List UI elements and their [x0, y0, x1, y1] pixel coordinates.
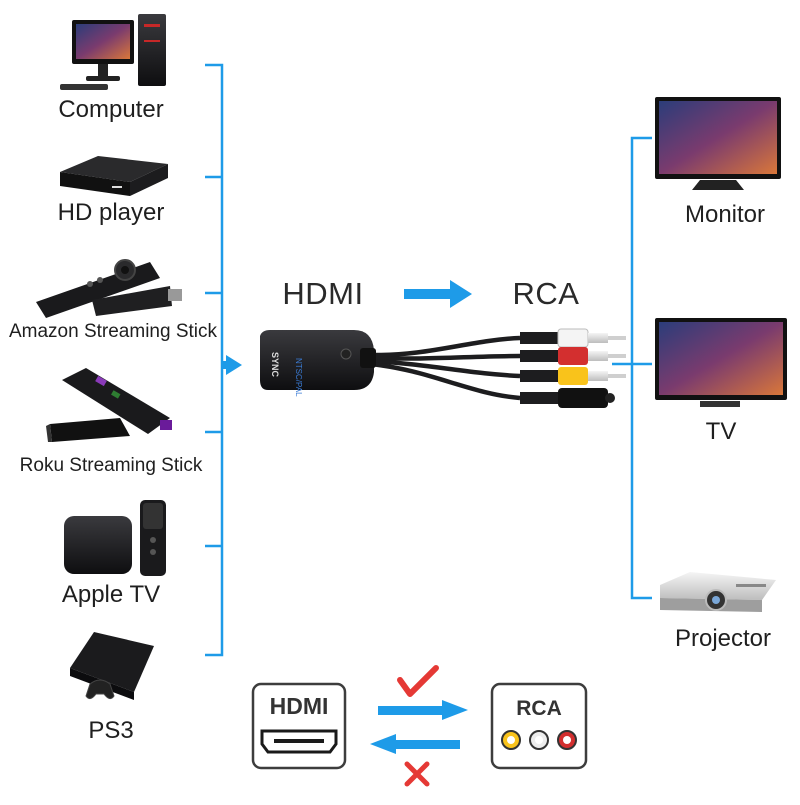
bracket-arrow-shaft [222, 361, 228, 369]
projector-icon [660, 572, 776, 612]
cross-mark-icon [404, 761, 430, 787]
hdmi-port-icon [260, 729, 338, 754]
source-label-ps3: PS3 [88, 717, 134, 744]
source-label-amazon-stick: Amazon Streaming Stick [8, 321, 218, 342]
monitor-icon [655, 97, 781, 190]
source-label-roku-stick: Roku Streaming Stick [19, 455, 203, 476]
source-label-computer: Computer [58, 96, 164, 123]
conversion-to-title: RCA [512, 276, 580, 311]
forward-arrow-icon [378, 700, 468, 720]
source-bracket [205, 63, 224, 657]
hdmi-box-label: HDMI [269, 693, 329, 719]
ps3-icon [70, 632, 154, 700]
output-label-tv: TV [705, 418, 737, 445]
source-label-hd-player: HD player [57, 199, 165, 226]
output-label-monitor: Monitor [684, 201, 766, 228]
check-mark-icon [397, 665, 439, 697]
reverse-arrow-icon [370, 734, 460, 754]
source-label-apple-tv: Apple TV [61, 581, 161, 608]
output-bracket [612, 136, 652, 600]
roku-stick-icon [46, 368, 172, 442]
apple-tv-icon [64, 500, 166, 576]
direction-legend [251, 665, 588, 787]
tv-icon [655, 318, 787, 407]
conversion-from-title: HDMI [282, 276, 364, 311]
hd-player-icon [60, 156, 168, 196]
rca-box-label: RCA [516, 697, 562, 720]
adapter-brand-text: SYNC [270, 352, 280, 378]
conversion-arrow-icon [404, 280, 472, 308]
rca-jacks-icon [501, 730, 577, 750]
output-label-projector: Projector [674, 625, 772, 652]
adapter-mode-text: NTSC/PAL [294, 358, 303, 397]
computer-icon [60, 14, 166, 90]
amazon-stick-icon [36, 259, 182, 318]
adapter-icon [260, 328, 626, 408]
bracket-arrow-icon [226, 355, 242, 375]
